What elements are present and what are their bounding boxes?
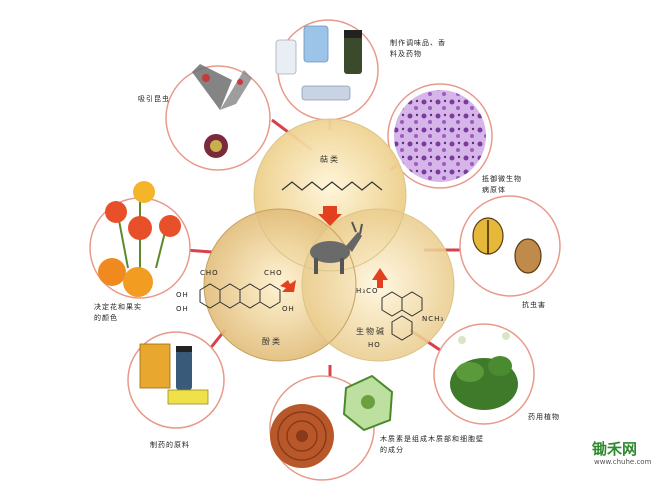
label-attract-insects: 吸引昆虫 — [138, 94, 182, 105]
terpenes-label: 萜类 — [320, 154, 340, 165]
label-flower-color: 决定花和果实的颜色 — [94, 302, 144, 324]
chem-oh-1: OH — [176, 290, 189, 301]
chem-cho-1: CHO — [200, 268, 219, 279]
label-lignin: 木质素是组成木质部和细胞壁的成分 — [380, 434, 484, 456]
label-pharma: 制药的原料 — [150, 440, 200, 451]
chem-h3co: H₃CO — [356, 286, 378, 297]
chem-cho-2: CHO — [264, 268, 283, 279]
label-medicinal-plants: 药用植物 — [528, 412, 574, 423]
wood-cross-section-icon — [270, 404, 334, 468]
watermark-url: www.chuhe.com — [594, 458, 651, 466]
chem-ho: HO — [368, 340, 381, 351]
phenols-label: 酚类 — [262, 336, 282, 347]
label-anti-insect: 抗虫害 — [522, 300, 562, 311]
microbe-culture-icon — [394, 90, 486, 182]
label-antimicrobial: 抵御微生物病原体 — [482, 174, 528, 196]
alkaloids-label: 生物碱 — [356, 326, 386, 337]
watermark-logo: 锄禾网 — [592, 438, 637, 459]
chem-oh-3: OH — [282, 304, 295, 315]
chem-oh-2: OH — [176, 304, 189, 315]
label-seasonings: 制作调味品、香料及药物 — [390, 38, 450, 60]
chem-nch3: NCH₃ — [422, 314, 444, 325]
